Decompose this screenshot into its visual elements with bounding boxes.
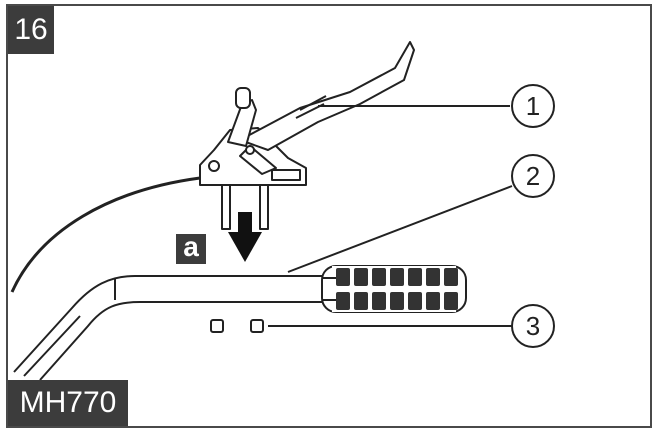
brake-cable: [10, 176, 201, 293]
handlebar-tube: [13, 275, 330, 381]
callout-leaders: [268, 105, 513, 327]
lock-nuts: [210, 319, 264, 333]
callout-2: 2: [511, 154, 555, 198]
callout-3: 3: [511, 304, 555, 348]
step-marker-badge: a: [176, 233, 206, 264]
callout-1-label: 1: [526, 91, 540, 121]
callout-2-label: 2: [526, 161, 540, 191]
callout-3-label: 3: [526, 311, 540, 341]
callout-1: 1: [511, 84, 555, 128]
model-label-badge: MH770: [8, 380, 128, 426]
figure-frame: [6, 4, 652, 428]
brake-lever-assembly: [199, 41, 415, 230]
insertion-arrow: [228, 212, 262, 262]
figure-number-badge: 16: [8, 6, 54, 54]
handle-grip: [321, 265, 467, 313]
